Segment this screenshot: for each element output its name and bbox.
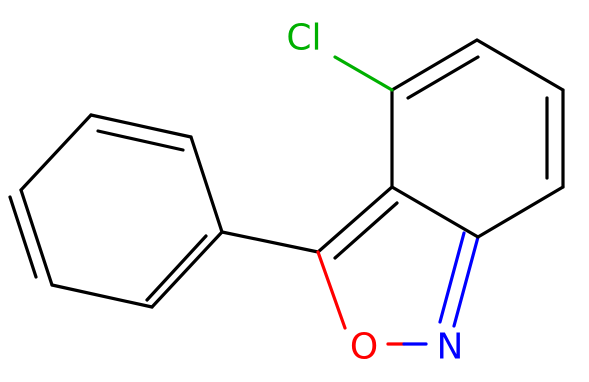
bond (89, 113, 193, 139)
bond (406, 55, 480, 100)
bond (452, 235, 480, 328)
bond (333, 201, 399, 260)
benzo-ring (390, 38, 565, 239)
bond (390, 38, 479, 92)
isoxazole-ring (316, 185, 480, 346)
bond (333, 55, 394, 92)
bond (19, 188, 54, 287)
bond (438, 231, 466, 324)
bond (150, 230, 224, 309)
bond (50, 283, 154, 309)
bond (316, 185, 394, 254)
bond (220, 230, 320, 254)
bond (96, 129, 185, 152)
bond (475, 38, 565, 92)
nitrogen-label: N (437, 327, 464, 368)
bond (145, 234, 208, 302)
bond (316, 250, 347, 330)
bond (8, 195, 38, 279)
chlorine-label: Cl (286, 18, 321, 59)
bond (19, 113, 93, 192)
bond (476, 185, 565, 239)
bond (189, 135, 224, 234)
phenyl-ring (8, 113, 224, 309)
bond (390, 185, 480, 239)
oxygen-label: O (350, 327, 378, 368)
